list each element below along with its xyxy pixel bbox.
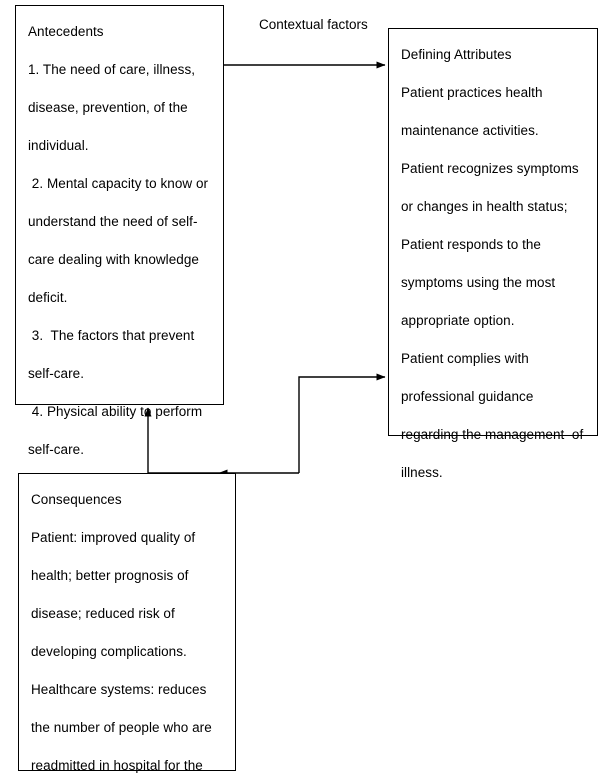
antecedents-line-2: disease, prevention, of the: [28, 100, 188, 115]
attributes-line-10: regarding the management of: [401, 427, 584, 442]
antecedents-line-11: self-care.: [28, 442, 85, 457]
antecedents-heading: Antecedents: [28, 24, 104, 39]
consequences-line-1: Patient: improved quality of: [31, 530, 196, 545]
consequences-line-3: disease; reduced risk of: [31, 606, 175, 621]
antecedents-line-5: understand the need of self-: [28, 214, 198, 229]
attributes-line-4: or changes in health status;: [401, 199, 568, 214]
consequences-line-2: health; better prognosis of: [31, 568, 189, 583]
consequences-line-4: developing complications.: [31, 644, 187, 659]
attributes-line-1: Patient practices health: [401, 85, 543, 100]
consequences-content: Consequences Patient: improved quality o…: [19, 474, 235, 776]
consequences-line-6: the number of people who are: [31, 720, 212, 735]
antecedents-line-1: 1. The need of care, illness,: [28, 62, 196, 77]
attributes-line-9: professional guidance: [401, 389, 534, 404]
antecedents-box: Antecedents 1. The need of care, illness…: [15, 5, 224, 457]
consequences-line-5: Healthcare systems: reduces: [31, 682, 207, 697]
attributes-heading: Defining Attributes: [401, 47, 512, 62]
consequences-heading: Consequences: [31, 492, 122, 507]
antecedents-line-9: self-care.: [28, 366, 85, 381]
defining-attributes-box: Defining Attributes Patient practices he…: [388, 28, 598, 480]
attributes-line-8: Patient complies with: [401, 351, 529, 366]
attributes-line-2: maintenance activities.: [401, 123, 539, 138]
arrow-consequences-to-attributes: [298, 373, 386, 473]
antecedents-line-3: individual.: [28, 138, 89, 153]
attributes-line-5: Patient responds to the: [401, 237, 541, 252]
attributes-line-11: illness.: [401, 465, 443, 480]
attributes-line-7: appropriate option.: [401, 313, 515, 328]
antecedents-line-7: deficit.: [28, 290, 68, 305]
antecedents-line-8: 3. The factors that prevent: [28, 328, 195, 343]
consequences-line-7: readmitted in hospital for the: [31, 758, 203, 773]
attributes-line-6: symptoms using the most: [401, 275, 556, 290]
consequences-box: Consequences Patient: improved quality o…: [18, 473, 236, 773]
antecedents-line-4: 2. Mental capacity to know or: [28, 176, 209, 191]
antecedents-line-10: 4. Physical ability to perform: [28, 404, 203, 419]
defining-attributes-content: Defining Attributes Patient practices he…: [389, 29, 597, 499]
antecedents-line-6: care dealing with knowledge: [28, 252, 199, 267]
attributes-line-3: Patient recognizes symptoms: [401, 161, 579, 176]
contextual-factors-label: Contextual factors: [259, 17, 368, 32]
antecedents-content: Antecedents 1. The need of care, illness…: [16, 6, 223, 476]
